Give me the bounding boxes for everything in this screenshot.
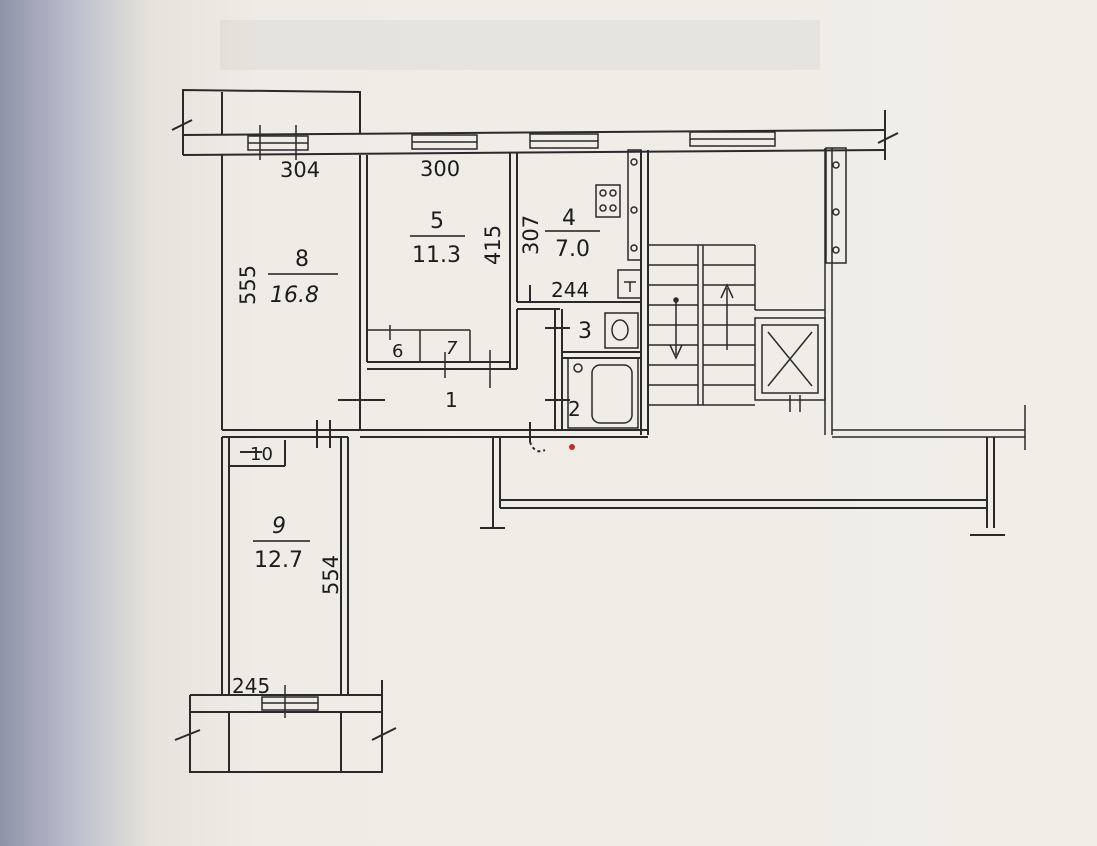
dim-245: 245: [232, 674, 270, 698]
dim-304: 304: [280, 158, 320, 182]
room-9-area: 12.7: [254, 548, 303, 573]
room-3-number: 3: [578, 319, 592, 344]
dim-554: 554: [319, 555, 343, 595]
stairwell: [648, 147, 1026, 450]
bathroom-fixtures: [567, 312, 639, 429]
closets: [367, 325, 491, 388]
room-8-area: 16.8: [270, 283, 319, 308]
dim-307: 307: [519, 215, 543, 255]
room-5-area: 11.3: [412, 243, 461, 268]
room-7-number: 7: [446, 338, 458, 359]
door-marks: [316, 285, 570, 453]
balcony-top: [182, 88, 361, 135]
fraction-bars: [253, 230, 600, 542]
room-10-number: 10: [250, 444, 273, 465]
room-9-walls: [174, 437, 397, 773]
room-1-number: 1: [445, 388, 458, 412]
dim-300: 300: [420, 157, 460, 181]
dim-244: 244: [551, 278, 589, 302]
room-9-number: 9: [272, 514, 286, 539]
bottom-window: [261, 685, 319, 718]
red-dot: [569, 444, 575, 450]
background-bleed: [220, 20, 820, 70]
room-4-number: 4: [562, 206, 576, 231]
room-8-number: 8: [295, 247, 309, 272]
room-4-area: 7.0: [555, 237, 590, 262]
exterior-top-wall: [171, 110, 899, 160]
room-6-number: 6: [392, 341, 403, 362]
dim-555: 555: [236, 265, 260, 305]
entrance-landing: [480, 437, 1005, 536]
room-2-number: 2: [568, 397, 581, 421]
room-5-number: 5: [430, 209, 444, 234]
elevator-shaft: [754, 317, 826, 412]
top-windows: [247, 125, 776, 160]
dim-415: 415: [481, 225, 505, 265]
kitchen-equipment: [595, 149, 642, 299]
